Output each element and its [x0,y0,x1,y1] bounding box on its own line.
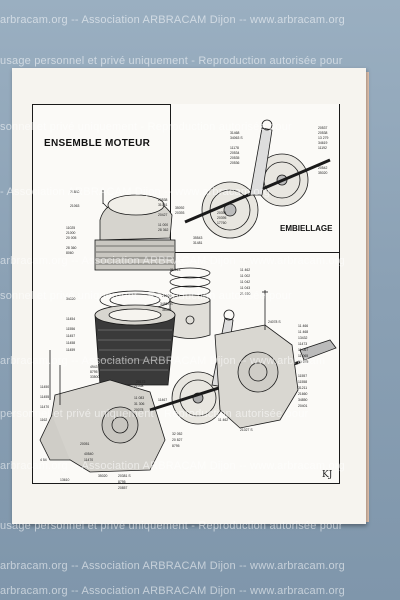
inset-crankshaft [184,119,331,239]
part-number: 11 468 [298,330,309,334]
part-number: 28 362 [158,228,169,232]
part-number: 31 306 [134,402,145,406]
part-number: 34063 S [230,136,243,140]
part-number: 8795 [172,444,180,448]
part-number: 11557 [298,374,308,378]
part-number: 36086 [162,308,172,312]
part-number: 8795 [118,480,126,484]
part-number: 11450 [40,385,50,389]
part-number: 20395 [217,216,227,220]
part-number: 11 466 [298,324,309,328]
part-number: 20536 [230,161,240,165]
cylinder-barrel [94,304,176,386]
part-number: 11192 [318,146,327,150]
part-number: 21009 [162,294,172,298]
part-number: 1162 [40,418,48,422]
part-number: 21 030 [240,292,251,296]
crankcase-right [214,290,337,429]
part-number: 20857 [118,486,128,490]
part-number: 17760 [217,221,227,225]
part-number: 34020 [66,297,76,301]
part-number: 11470 [84,458,94,462]
part-number: 11 043 [240,286,251,290]
part-number: 11470 [40,405,50,409]
part-number: 21027 S [240,428,253,432]
part-number: 20427 [158,213,168,217]
part-number: 33500 [90,375,100,379]
part-number: 20538 [158,198,168,202]
piston [169,294,211,339]
part-number: 11455 [40,395,50,399]
part-number: 35092 [175,206,185,210]
part-number: 11 042 [240,280,251,284]
part-number: 11 065 [298,354,309,358]
part-number: 20 827 [172,438,183,442]
part-number: 21063 [70,204,80,208]
part-number: 8795 [90,370,98,374]
part-number: 21660 [298,392,308,396]
part-number: 20078 [134,408,144,412]
part-number: 20051 [80,442,90,446]
part-number: 11 000 [158,223,169,227]
part-number: 21 013 [170,268,181,272]
part-number: 11473 [298,342,308,346]
part-number: 13 279 [318,136,329,140]
part-number: 20542 [318,166,328,170]
part-number: 11459 [66,348,76,352]
part-number: 11 002 [240,274,251,278]
part-number: 21880 [70,190,80,194]
part-number: 20401 [298,404,308,408]
cylinder-head [94,190,176,271]
part-number: 11 462 [218,418,229,422]
part-number: 11454 [66,317,76,321]
part-number: 20537 [318,126,328,130]
part-number: 35543 [193,236,203,240]
crankcase-left [39,350,166,473]
part-number: 21000 [66,231,76,235]
part-number: 21058 [134,384,144,388]
part-number: 11556 [66,327,76,331]
part-number: 31481 [193,241,203,245]
part-number: 11457 [66,334,76,338]
part-number: 11458 [66,341,76,345]
page-title: ENSEMBLE MOTEUR [44,138,151,149]
part-number: 11467 [158,398,168,402]
part-number: 20535 [230,156,240,160]
part-number: 20393 [175,211,185,215]
part-number: 11558 [298,380,308,384]
piston-rings [169,267,211,297]
part-number: 20381 S [118,474,131,478]
part-number: 24078 S [268,320,281,324]
part-number: 20172 [136,380,146,384]
part-number: 40540 [84,452,94,456]
part-number: 31468 [230,131,240,135]
part-number: 20394 [217,211,227,215]
part-number: 11178 [230,146,239,150]
part-number: 4943 [90,365,98,369]
part-number: 28 360 [66,246,77,250]
part-number: 34867 S [160,302,173,306]
part-number: 35020 [98,474,108,478]
part-number: 13 075 [298,360,309,364]
part-number: 11 083 [134,396,145,400]
part-number: 4 54 [40,458,47,462]
part-number: 31211 [298,386,308,390]
part-number: 11 462 [240,268,251,272]
part-number: 34619 [318,141,328,145]
part-number: 34850 [298,398,308,402]
part-number: 11 067 [298,348,309,352]
illustrator-signature: KJ [322,470,333,480]
part-number: 13610 [60,478,70,482]
part-number: 13432 [298,336,308,340]
part-number: 20 005 [66,236,77,240]
part-number: 11025 [66,226,76,230]
part-number: 31061 [158,203,168,207]
part-number: 8060 [66,251,74,255]
part-number: 32 052 [172,432,183,436]
inset-title: EMBIELLAGE [280,224,333,233]
part-number: 20534 [230,151,240,155]
part-number: 20538 [318,131,328,135]
part-number: 35020 [318,171,328,175]
